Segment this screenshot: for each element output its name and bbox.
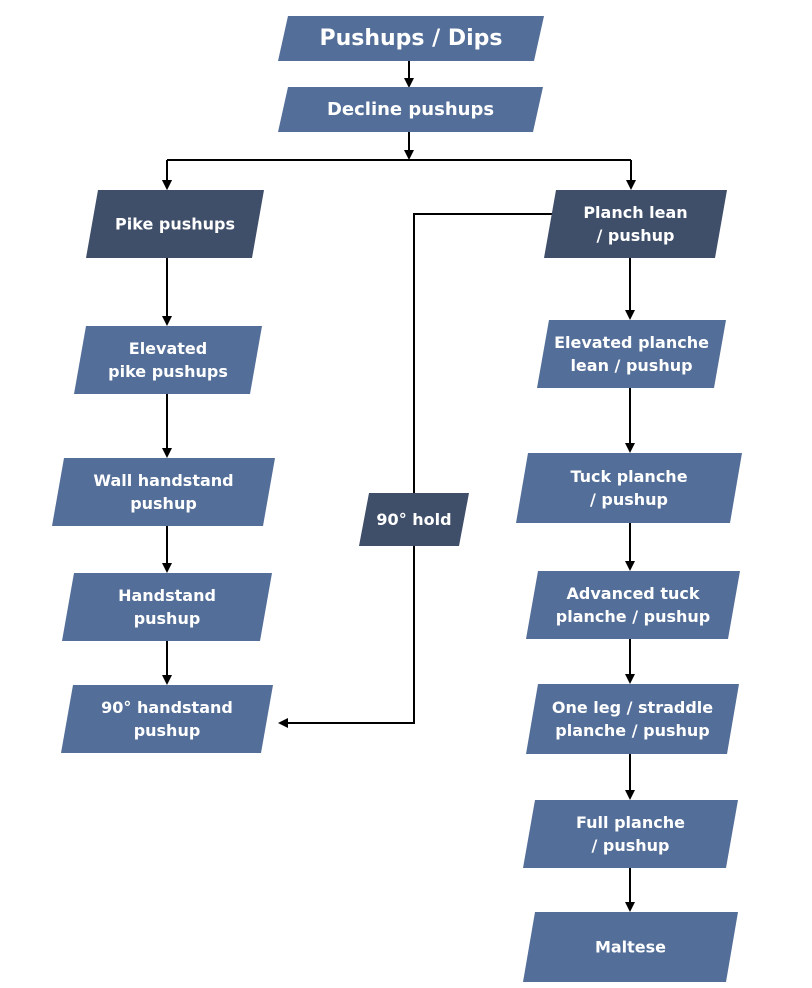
connector-split-pike: [167, 159, 631, 188]
node-pike: Pike pushups: [86, 190, 264, 258]
node-handstand-90: 90° handstand pushup: [61, 685, 273, 753]
node-label: Elevated planche: [554, 333, 709, 352]
node-label: 90° handstand: [101, 698, 233, 717]
node-root: Pushups / Dips: [278, 16, 544, 61]
node-label: / pushup: [596, 226, 674, 245]
node-label: Elevated: [129, 339, 207, 358]
node-label: Tuck planche: [570, 467, 687, 486]
node-label: pike pushups: [108, 362, 228, 381]
node-label: pushup: [130, 494, 197, 513]
node-shape: [523, 912, 738, 982]
node-shape: [52, 458, 275, 526]
node-shape: [278, 87, 543, 132]
node-shape: [359, 493, 469, 546]
node-shape: [86, 190, 264, 258]
node-shape: [61, 685, 273, 753]
node-shape: [526, 684, 739, 754]
node-full-planche: Full planche / pushup: [523, 800, 738, 868]
node-label: Handstand: [118, 586, 216, 605]
node-label: Planch lean: [583, 203, 687, 222]
node-shape: [523, 800, 738, 868]
node-shape: [537, 320, 726, 388]
node-label: pushup: [134, 721, 201, 740]
connector-planche-hold: [413, 213, 556, 493]
connectors: [167, 61, 636, 912]
node-wall-handstand: Wall handstand pushup: [52, 458, 275, 526]
node-one-leg: One leg / straddle planche / pushup: [526, 684, 739, 754]
node-handstand: Handstand pushup: [62, 573, 272, 641]
node-label: planche / pushup: [556, 607, 710, 626]
node-label: Wall handstand: [93, 471, 233, 490]
node-shape: [526, 571, 740, 639]
node-adv-tuck: Advanced tuck planche / pushup: [526, 571, 740, 639]
node-shape: [516, 453, 742, 523]
node-label: Pushups / Dips: [319, 26, 502, 51]
node-label: Pike pushups: [115, 215, 235, 234]
node-label: Advanced tuck: [567, 584, 700, 603]
node-label: One leg / straddle: [552, 698, 713, 717]
node-label: / pushup: [591, 836, 669, 855]
node-tuck-planche: Tuck planche / pushup: [516, 453, 742, 523]
node-label: planche / pushup: [555, 721, 709, 740]
node-elevated-planche: Elevated planche lean / pushup: [537, 320, 726, 388]
node-label: pushup: [134, 609, 201, 628]
node-label: lean / pushup: [570, 356, 692, 375]
node-planch-lean: Planch lean / pushup: [544, 190, 727, 258]
node-shape: [62, 573, 272, 641]
node-shape: [544, 190, 727, 258]
node-shape: [278, 16, 544, 61]
node-label: 90° hold: [376, 510, 451, 529]
node-label: Maltese: [595, 938, 666, 957]
node-shape: [74, 326, 262, 394]
node-label: Decline pushups: [327, 99, 494, 120]
node-maltese: Maltese: [523, 912, 738, 982]
node-elevated-pike: Elevated pike pushups: [74, 326, 262, 394]
node-hold-90: 90° hold: [359, 493, 469, 546]
connector-hold-handstand90: [278, 546, 415, 728]
node-label: Full planche: [576, 813, 685, 832]
node-decline: Decline pushups: [278, 87, 543, 132]
node-label: / pushup: [590, 490, 668, 509]
